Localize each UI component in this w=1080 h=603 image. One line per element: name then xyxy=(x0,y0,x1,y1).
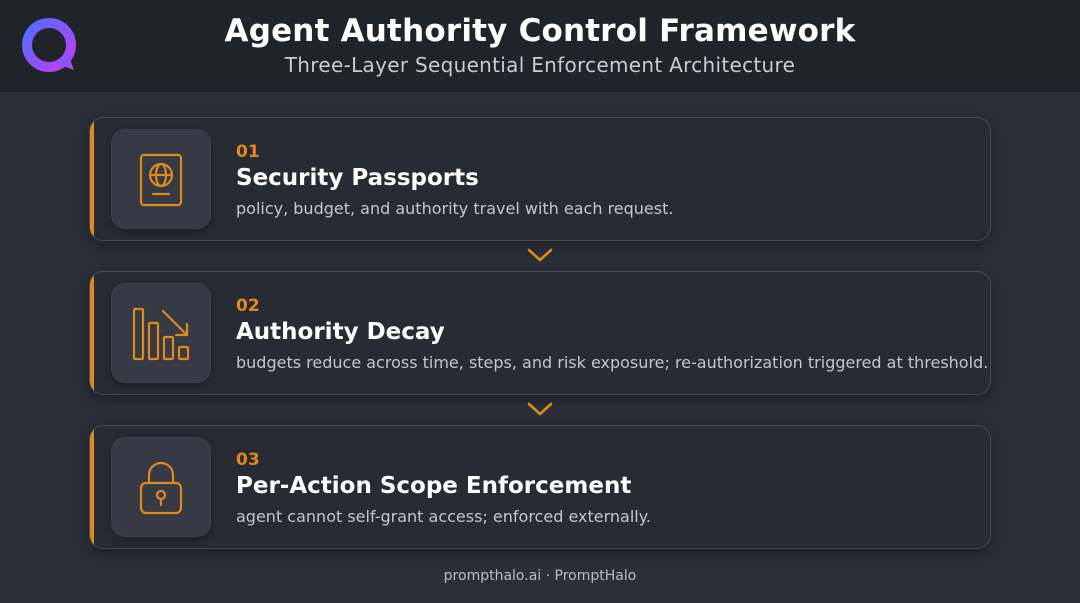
layer-card-security-passports: 01 Security Passports policy, budget, an… xyxy=(89,117,991,241)
card-accent-bar xyxy=(90,118,94,240)
layer-number: 02 xyxy=(236,296,260,316)
layer-number: 03 xyxy=(236,450,260,470)
header: Agent Authority Control Framework Three-… xyxy=(0,0,1080,92)
padlock-icon xyxy=(139,461,183,515)
icon-tile xyxy=(111,437,211,537)
chevron-down-icon xyxy=(527,402,553,416)
passport-icon xyxy=(139,153,183,207)
page-subtitle: Three-Layer Sequential Enforcement Archi… xyxy=(284,53,796,77)
layer-description: policy, budget, and authority travel wit… xyxy=(236,199,674,218)
icon-tile xyxy=(111,283,211,383)
layer-title: Security Passports xyxy=(236,165,479,191)
chevron-down-icon xyxy=(527,248,553,262)
ring-logo-icon xyxy=(22,18,76,72)
layer-title: Per-Action Scope Enforcement xyxy=(236,473,632,499)
layer-card-authority-decay: 02 Authority Decay budgets reduce across… xyxy=(89,271,991,395)
layer-number: 01 xyxy=(236,142,260,162)
layer-card-scope-enforcement: 03 Per-Action Scope Enforcement agent ca… xyxy=(89,425,991,549)
card-accent-bar xyxy=(90,426,94,548)
page-title: Agent Authority Control Framework xyxy=(224,13,856,49)
decay-chart-icon xyxy=(132,307,190,361)
icon-tile xyxy=(111,129,211,229)
layer-title: Authority Decay xyxy=(236,319,445,345)
card-accent-bar xyxy=(90,272,94,394)
layer-description: agent cannot self-grant access; enforced… xyxy=(236,507,651,526)
layer-description: budgets reduce across time, steps, and r… xyxy=(236,353,989,372)
footer-credit: prompthalo.ai · PromptHalo xyxy=(443,568,637,584)
